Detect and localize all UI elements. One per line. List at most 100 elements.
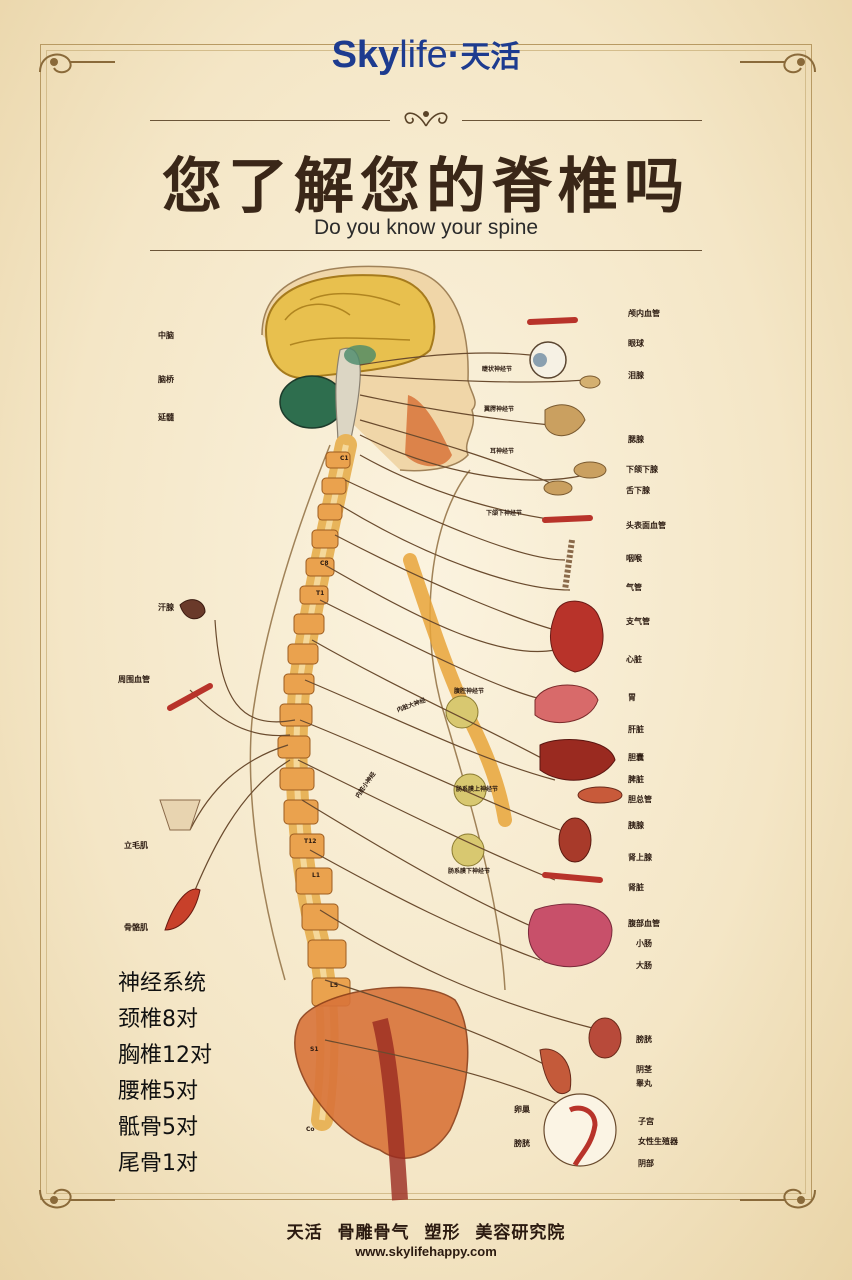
arrector-muscle xyxy=(159,799,201,831)
heart xyxy=(550,600,604,673)
label-r3: 腮腺 xyxy=(628,435,644,444)
label-r11: 胃 xyxy=(628,693,636,702)
peripheral-vessel xyxy=(167,683,213,711)
label-skeletal-muscle: 骨骼肌 xyxy=(124,923,148,932)
label-l5: L5 xyxy=(330,982,338,989)
stomach xyxy=(534,684,599,724)
label-s1: S1 xyxy=(310,1046,319,1053)
header-rule-left xyxy=(150,120,390,121)
bladder xyxy=(588,1017,622,1059)
count-item: 骶骨5对 xyxy=(118,1115,198,1140)
footer-org: 天活 骨雕骨气 塑形 美容研究院 xyxy=(0,1218,852,1243)
label-r23: 阴茎 xyxy=(636,1065,652,1074)
footer-item: 天活 xyxy=(286,1223,323,1243)
label-r14: 脾脏 xyxy=(628,775,644,784)
label-pons: 脑桥 xyxy=(158,375,174,384)
label-r17: 肾上腺 xyxy=(628,853,652,862)
title-rule xyxy=(150,250,702,251)
label-r0: 颅内血管 xyxy=(628,309,660,318)
count-item: 尾骨1对 xyxy=(118,1151,198,1176)
male-organ xyxy=(539,1048,572,1095)
pancreas xyxy=(577,786,623,804)
submandibular-gland xyxy=(573,461,607,479)
label-arrector-muscle: 立毛肌 xyxy=(124,841,148,850)
footer-item: 美容研究院 xyxy=(475,1223,566,1243)
count-item: 腰椎5对 xyxy=(118,1079,198,1104)
label-c8: C8 xyxy=(320,560,329,567)
label-r5: 舌下腺 xyxy=(626,486,650,495)
nerve-count-list: 神经系统 颈椎8对 胸椎12对 腰椎5对 骶骨5对 尾骨1对 xyxy=(118,966,298,1182)
label-r12: 肝脏 xyxy=(628,725,644,734)
label-r24: 睾丸 xyxy=(636,1079,652,1088)
celiac-ganglion xyxy=(445,695,479,729)
label-midbrain: 中脑 xyxy=(158,331,174,340)
body-outline xyxy=(249,444,506,991)
brand-life: life xyxy=(399,34,448,76)
female-organ-inset xyxy=(543,1093,617,1167)
label-c1: C1 xyxy=(340,455,349,462)
eye xyxy=(529,341,567,379)
label-r25: 子宫 xyxy=(638,1117,654,1126)
label-r18: 肾脏 xyxy=(628,883,644,892)
outer-frame xyxy=(40,44,812,1200)
corner-ornament-bottom-left xyxy=(39,1188,115,1209)
label-bladder-female: 膀胱 xyxy=(514,1139,530,1148)
label-ovary: 卵巢 xyxy=(514,1105,530,1114)
header-ornament xyxy=(404,111,448,127)
label-r15: 胆总管 xyxy=(628,795,652,804)
brand-dot: · xyxy=(447,34,461,76)
label-t1: T1 xyxy=(316,590,325,597)
page-title: 您了解您的脊椎吗 xyxy=(162,152,690,222)
label-r7: 咽喉 xyxy=(626,554,642,563)
lacrimal-gland xyxy=(579,375,601,389)
label-r9: 支气管 xyxy=(626,617,650,626)
trachea xyxy=(562,539,575,591)
superior-mesenteric-ganglion xyxy=(453,773,487,807)
label-l1: L1 xyxy=(312,872,320,879)
face-muscle xyxy=(405,395,452,467)
skeletal-muscle xyxy=(164,888,201,931)
brain xyxy=(264,274,436,380)
inner-frame xyxy=(46,50,806,1194)
label-sup-mesenteric-ganglion: 肠系膜上神经节 xyxy=(456,786,499,793)
count-item: 胸椎12对 xyxy=(118,1043,212,1068)
footer-item: 骨雕骨气 xyxy=(337,1223,410,1243)
label-r21: 大肠 xyxy=(636,961,652,970)
corner-ornament-top-right xyxy=(740,53,816,74)
brand-chinese: 天活 xyxy=(460,40,521,75)
cerebellum xyxy=(279,375,345,429)
scalp-vessel xyxy=(542,515,593,523)
corner-ornament-top-left xyxy=(39,53,115,74)
parotid-gland xyxy=(544,404,586,437)
label-medulla: 延髓 xyxy=(158,413,174,422)
abdominal-vessel xyxy=(542,872,603,883)
label-r4: 下颌下腺 xyxy=(626,465,658,474)
label-r22: 膀胱 xyxy=(636,1035,652,1044)
page-subtitle: Do you know your spine xyxy=(313,216,539,239)
label-coccyx: Co xyxy=(306,1126,315,1133)
brand-logo: Skylife·天活 xyxy=(0,32,852,77)
count-item: 颈椎8对 xyxy=(118,1007,198,1032)
header-rule-right xyxy=(462,120,702,121)
label-sweat-gland: 汗腺 xyxy=(158,603,174,612)
label-r20: 小肠 xyxy=(636,939,652,948)
footer-url: www.skylifehappy.com xyxy=(355,1244,497,1259)
sublingual-gland xyxy=(543,480,573,496)
label-r2: 泪腺 xyxy=(628,371,644,380)
corner-ornament-bottom-right xyxy=(740,1188,816,1209)
nerves xyxy=(184,352,601,1121)
sweat-gland xyxy=(179,599,206,620)
count-item: 神经系统 xyxy=(118,971,207,996)
label-r1: 眼球 xyxy=(628,339,644,348)
label-r8: 气管 xyxy=(626,583,642,592)
label-celiac-ganglion: 腹腔神经节 xyxy=(454,688,485,695)
footer-item: 塑形 xyxy=(424,1223,461,1243)
intestines xyxy=(527,903,613,968)
label-r6: 头表面血管 xyxy=(626,521,666,530)
brand-sky: Sky xyxy=(331,34,400,76)
label-r27: 阴部 xyxy=(638,1159,654,1168)
liver xyxy=(539,739,616,781)
label-r19: 腹部血管 xyxy=(628,919,660,928)
label-r16: 胰腺 xyxy=(628,821,644,830)
